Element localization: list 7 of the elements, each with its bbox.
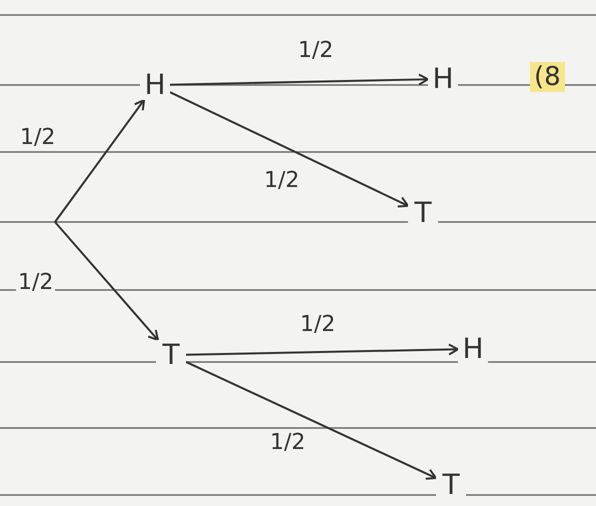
branch-arrow — [170, 74, 429, 86]
branch-arrow — [54, 99, 146, 223]
branch-arrow — [54, 221, 159, 341]
question-number: (8 — [530, 62, 565, 92]
branch-arrow — [186, 343, 459, 356]
branch-arrow — [186, 361, 437, 480]
branch-arrow — [170, 91, 409, 208]
